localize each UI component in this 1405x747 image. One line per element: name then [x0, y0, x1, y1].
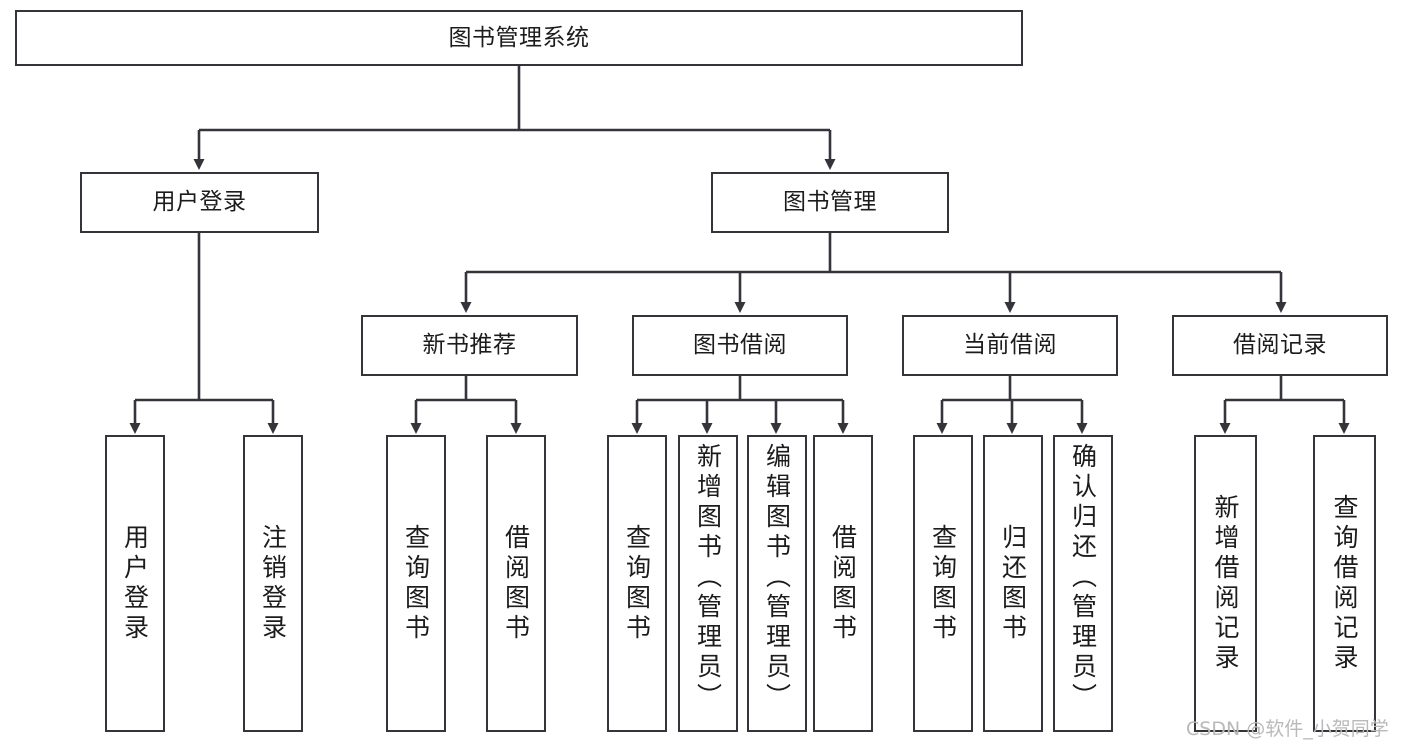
node-borrow-record-label: 借阅记录	[1233, 332, 1327, 359]
node-book-borrow[interactable]: 图书借阅	[632, 315, 848, 376]
leaf-borrow-borrow-book-label: 借阅图书	[828, 523, 858, 644]
leaf-user-login-logout-label: 注销登录	[258, 523, 288, 644]
node-book-borrow-label: 图书借阅	[693, 332, 787, 359]
node-book-management[interactable]: 图书管理	[711, 172, 949, 233]
node-borrow-record[interactable]: 借阅记录	[1172, 315, 1388, 376]
leaf-new-book-borrow-label: 借阅图书	[501, 523, 531, 644]
leaf-record-query-label: 查询借阅记录	[1330, 493, 1359, 674]
leaf-current-query-book[interactable]: 查询图书	[913, 435, 973, 732]
leaf-current-query-book-label: 查询图书	[928, 523, 958, 644]
node-new-book-recommend-label: 新书推荐	[422, 332, 517, 359]
node-user-login-label: 用户登录	[152, 189, 247, 216]
leaf-user-login-logout[interactable]: 注销登录	[243, 435, 303, 732]
leaf-borrow-borrow-book[interactable]: 借阅图书	[813, 435, 873, 732]
leaf-current-confirm-return[interactable]: 确认归还（管理员）	[1053, 435, 1113, 732]
leaf-borrow-edit-book-label: 编辑图书（管理员）	[762, 443, 792, 713]
node-current-borrow[interactable]: 当前借阅	[902, 315, 1118, 376]
leaf-borrow-add-book[interactable]: 新增图书（管理员）	[678, 435, 738, 732]
node-book-management-label: 图书管理	[783, 189, 877, 216]
leaf-new-book-query-label: 查询图书	[401, 523, 431, 644]
leaf-record-add-label: 新增借阅记录	[1211, 493, 1240, 674]
leaf-borrow-edit-book[interactable]: 编辑图书（管理员）	[747, 435, 807, 732]
leaf-record-query[interactable]: 查询借阅记录	[1313, 435, 1376, 732]
leaf-new-book-query[interactable]: 查询图书	[386, 435, 446, 732]
node-new-book-recommend[interactable]: 新书推荐	[361, 315, 578, 376]
leaf-current-return-book[interactable]: 归还图书	[983, 435, 1043, 732]
leaf-borrow-add-book-label: 新增图书（管理员）	[693, 443, 723, 713]
leaf-current-confirm-return-label: 确认归还（管理员）	[1068, 443, 1098, 713]
node-root[interactable]: 图书管理系统	[15, 10, 1023, 66]
leaf-user-login-login[interactable]: 用户登录	[105, 435, 165, 732]
leaf-borrow-query-book-label: 查询图书	[622, 523, 652, 644]
node-user-login[interactable]: 用户登录	[80, 172, 319, 233]
leaf-record-add[interactable]: 新增借阅记录	[1194, 435, 1257, 732]
leaf-user-login-login-label: 用户登录	[120, 523, 150, 644]
leaf-current-return-book-label: 归还图书	[998, 523, 1028, 644]
leaf-borrow-query-book[interactable]: 查询图书	[607, 435, 667, 732]
node-root-label: 图书管理系统	[448, 24, 590, 51]
leaf-new-book-borrow[interactable]: 借阅图书	[486, 435, 546, 732]
node-current-borrow-label: 当前借阅	[963, 332, 1057, 359]
csdn-watermark: CSDN @软件_小贺同学	[1186, 718, 1389, 740]
